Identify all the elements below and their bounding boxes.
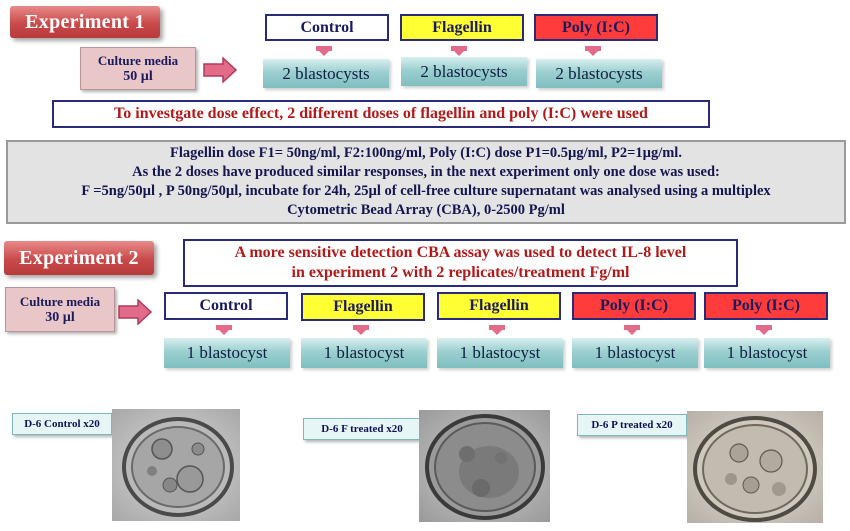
micrograph-label-flagellin: D-6 F treated x20 [303, 418, 421, 440]
treatment-poly-ic: Poly (I:C) [572, 292, 696, 320]
blastocyst-count: 2 blastocysts [536, 59, 662, 88]
right-arrow-icon [203, 57, 237, 83]
dose-effect-banner: To investgate dose effect, 2 different d… [52, 100, 710, 128]
dose-details-line: Cytometric Bead Array (CBA), 0-2500 Pg/m… [287, 202, 565, 218]
dose-details-line: F =5ng/50µl , P 50ng/50µl, incubate for … [81, 183, 771, 199]
blastocyst-count: 1 blastocyst [437, 338, 563, 368]
micrograph-flagellin-image [419, 410, 550, 522]
treatment-flagellin: Flagellin [301, 293, 425, 321]
culture-media-volume: 30 µl [45, 309, 75, 325]
blastocyst-count: 1 blastocyst [301, 338, 427, 368]
micrograph-label-control: D-6 Control x20 [12, 413, 112, 435]
down-arrow-icon [585, 46, 601, 56]
experiment-1-tab: Experiment 1 [10, 6, 160, 38]
down-arrow-icon [216, 325, 232, 335]
blastocyst-count: 2 blastocysts [401, 57, 527, 86]
down-arrow-icon [316, 46, 332, 56]
cba-assay-banner: A more sensitive detection CBA assay was… [183, 239, 738, 287]
down-arrow-icon [451, 46, 467, 56]
micrograph-label-poly: D-6 P treated x20 [577, 414, 687, 436]
dose-details-line: As the 2 doses have produced similar res… [132, 164, 720, 180]
micrograph-poly-image [687, 411, 823, 523]
down-arrow-icon [489, 325, 505, 335]
blastocyst-count: 1 blastocyst [164, 338, 290, 368]
micrograph-control-image [112, 409, 240, 521]
culture-media-label: Culture media [19, 293, 101, 309]
experiment-1-title: Experiment 1 [25, 10, 145, 33]
experiment-2-title: Experiment 2 [19, 246, 139, 269]
down-arrow-icon [756, 325, 772, 335]
culture-media-label: Culture media [97, 52, 179, 68]
treatment-poly-ic: Poly (I:C) [534, 14, 658, 41]
culture-media-volume: 50 µl [123, 68, 153, 84]
blastocyst-count: 1 blastocyst [704, 338, 830, 368]
down-arrow-icon [353, 325, 369, 335]
treatment-control: Control [164, 292, 288, 320]
down-arrow-icon [624, 325, 640, 335]
culture-media-box-1: Culture media 50 µl [80, 47, 196, 90]
blastocyst-count: 1 blastocyst [572, 338, 698, 368]
treatment-poly-ic: Poly (I:C) [704, 292, 828, 320]
right-arrow-icon [118, 299, 152, 325]
dose-details-box: Flagellin dose F1= 50ng/ml, F2:100ng/ml,… [6, 140, 846, 224]
culture-media-box-2: Culture media 30 µl [5, 287, 115, 332]
treatment-flagellin: Flagellin [437, 292, 561, 320]
treatment-control: Control [265, 14, 389, 41]
treatment-flagellin: Flagellin [400, 14, 524, 41]
experiment-2-tab: Experiment 2 [4, 241, 154, 275]
blastocyst-count: 2 blastocysts [263, 59, 389, 88]
dose-details-line: Flagellin dose F1= 50ng/ml, F2:100ng/ml,… [170, 145, 682, 161]
